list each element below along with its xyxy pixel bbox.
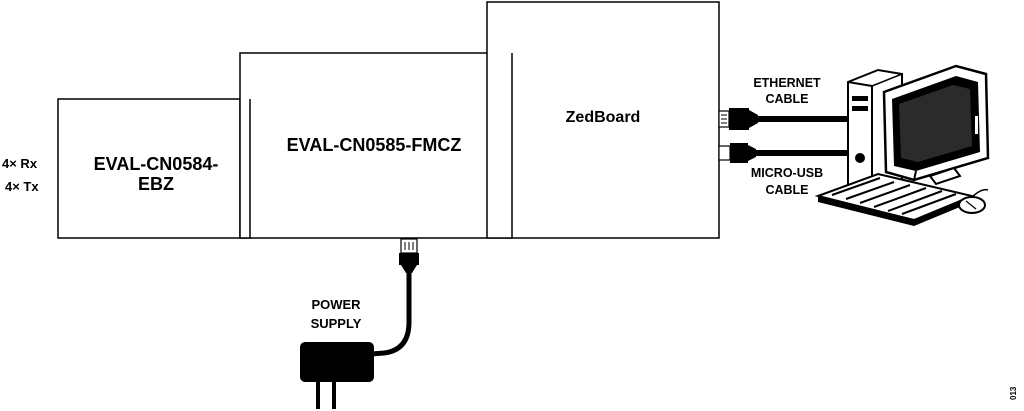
pc-mouse xyxy=(958,188,989,214)
figure-number: 013 xyxy=(1009,386,1018,400)
micro-usb-cable-label-line1: MICRO-USB xyxy=(751,166,823,180)
eval-cn0584-label-line1: EVAL-CN0584- xyxy=(94,154,219,174)
micro-usb-cable xyxy=(718,143,848,163)
eval-cn0584-label-line2: EBZ xyxy=(138,174,174,194)
micro-usb-cable-label-line2: CABLE xyxy=(765,183,808,197)
rx-label: 4× Rx xyxy=(2,156,38,171)
pc-keyboard xyxy=(814,172,976,226)
power-supply-label-line2: SUPPLY xyxy=(311,316,362,331)
eval-cn0585-label: EVAL-CN0585-FMCZ xyxy=(287,135,462,155)
desktop-pc xyxy=(814,64,990,226)
pc-monitor xyxy=(882,64,990,186)
ethernet-cable-label-line2: CABLE xyxy=(765,92,808,106)
eval-cn0585-board xyxy=(239,52,513,239)
ethernet-cable-label-line1: ETHERNET xyxy=(753,76,821,90)
power-supply-label-line1: POWER xyxy=(311,297,361,312)
ethernet-cable xyxy=(718,108,848,130)
zedboard-board xyxy=(486,1,720,239)
power-supply-adapter xyxy=(300,342,374,409)
zedboard-label: ZedBoard xyxy=(566,109,641,126)
tx-label: 4× Tx xyxy=(5,179,39,194)
power-cable xyxy=(371,238,419,357)
